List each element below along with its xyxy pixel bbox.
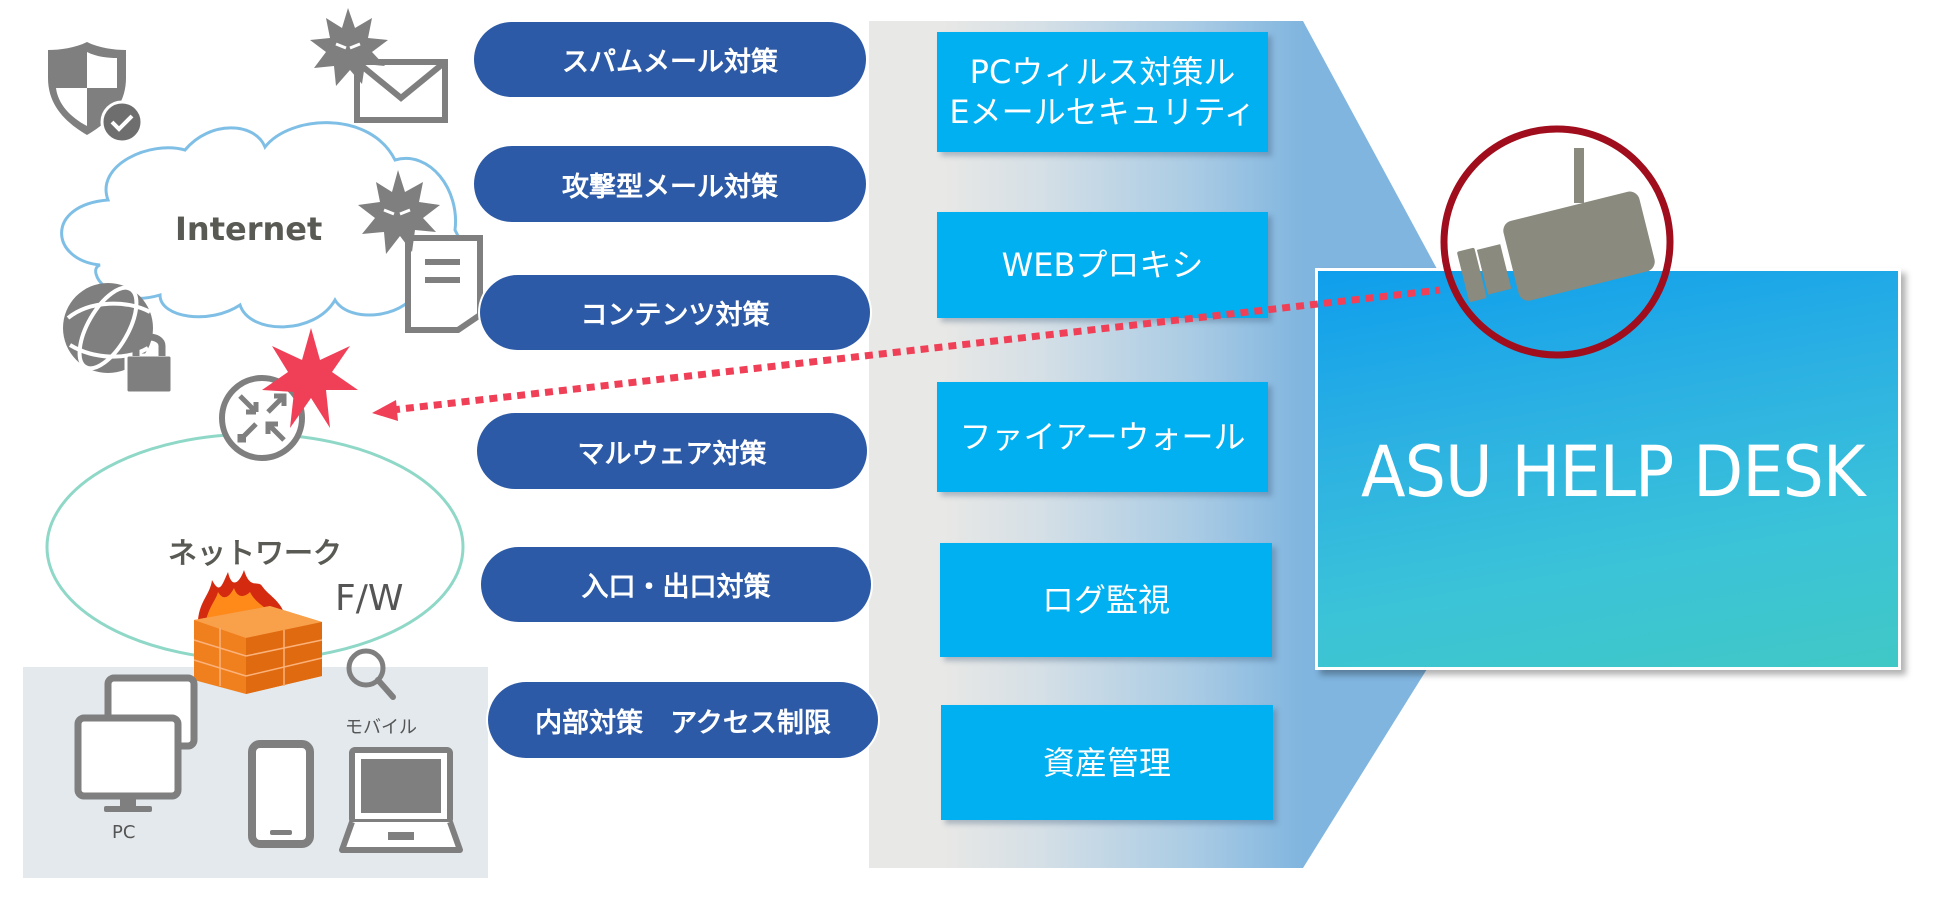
- service-label: ログ監視: [1041, 581, 1170, 619]
- measure-pill-malware: マルウェア対策: [477, 413, 867, 489]
- measure-pill-internal-access: 内部対策 アクセス制限: [488, 682, 878, 758]
- service-box-web-proxy: WEBプロキシ: [937, 212, 1268, 318]
- pc-label: PC: [112, 822, 136, 843]
- measure-pill-entry-exit: 入口・出口対策: [481, 547, 871, 622]
- helpdesk-title: ASU HELP DESK: [1361, 431, 1866, 513]
- measure-label: 入口・出口対策: [581, 572, 771, 603]
- measure-label: スパムメール対策: [562, 47, 778, 78]
- mobile-label: モバイル: [345, 717, 417, 738]
- service-label: ファイアーウォール: [959, 418, 1246, 456]
- service-box-antivirus-email: PCウィルス対策ル Eメールセキュリティ: [937, 32, 1268, 152]
- measure-pill-targeted-mail: 攻撃型メール対策: [474, 146, 866, 222]
- measure-label: マルウェア対策: [577, 438, 767, 470]
- service-label: WEBプロキシ: [1001, 246, 1204, 284]
- service-label-line1: PCウィルス対策ル: [969, 53, 1236, 91]
- measure-pill-spam: スパムメール対策: [474, 22, 866, 97]
- laptop-icon: [339, 747, 463, 853]
- service-label: 資産管理: [1042, 743, 1171, 782]
- helpdesk-box: ASU HELP DESK: [1315, 268, 1901, 670]
- smartphone-icon: [248, 740, 314, 848]
- measure-label: 攻撃型メール対策: [562, 171, 778, 203]
- internet-label: Internet: [175, 210, 323, 248]
- measure-pill-content: コンテンツ対策: [480, 275, 870, 350]
- service-box-log-monitoring: ログ監視: [940, 543, 1272, 657]
- service-box-firewall: ファイアーウォール: [937, 382, 1268, 492]
- desktop-pc-icon: [74, 674, 198, 812]
- attack-burst-icon: [262, 328, 358, 428]
- measure-label: 内部対策 アクセス制限: [535, 707, 831, 739]
- virus-mail-icon: [310, 8, 448, 123]
- service-label-line2: Eメールセキュリティ: [949, 93, 1256, 131]
- globe-lock-icon: [63, 283, 174, 395]
- firewall-icon: [193, 570, 323, 694]
- search-icon: [346, 648, 396, 700]
- firewall-label: F/W: [335, 578, 404, 619]
- network-label: ネットワーク: [168, 536, 343, 570]
- shield-check-icon: [48, 42, 144, 144]
- measure-label: コンテンツ対策: [580, 300, 770, 331]
- service-box-asset-management: 資産管理: [941, 705, 1273, 820]
- router-icon: [219, 375, 305, 461]
